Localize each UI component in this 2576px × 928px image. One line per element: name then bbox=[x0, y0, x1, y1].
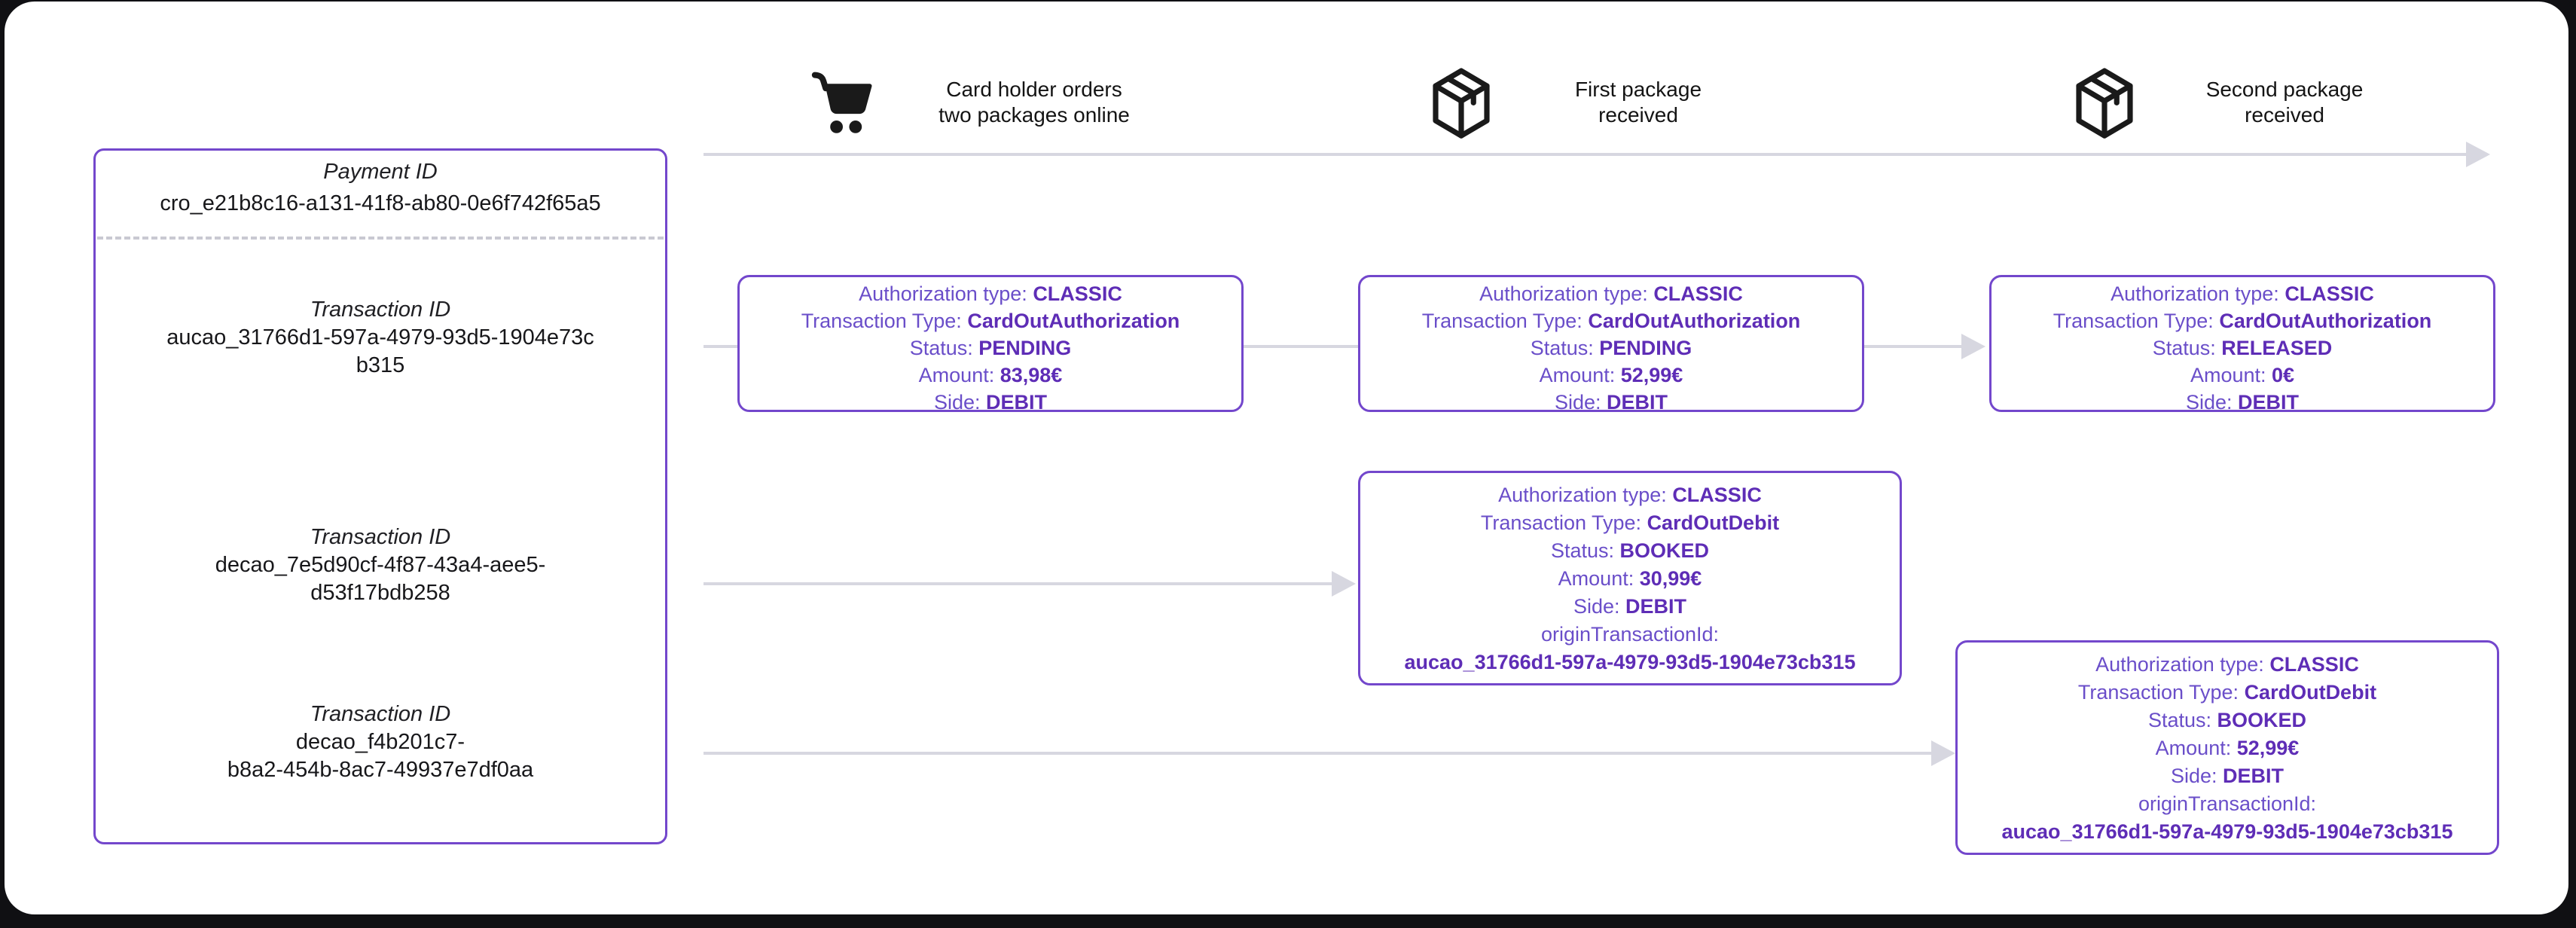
field-value: DEBIT bbox=[2238, 391, 2300, 414]
field-label: Transaction Type: bbox=[801, 310, 962, 332]
field-label: Amount: bbox=[1558, 567, 1634, 590]
field-label: Status: bbox=[909, 337, 973, 359]
step1-line2: two packages online bbox=[939, 103, 1130, 127]
field-label: Transaction Type: bbox=[2077, 681, 2239, 704]
field-label: Transaction Type: bbox=[1480, 511, 1642, 534]
field-value: CLASSIC bbox=[2269, 653, 2359, 676]
row1-arrow-line bbox=[704, 345, 1963, 348]
field-value: 83,98€ bbox=[1000, 364, 1063, 386]
field-value: CLASSIC bbox=[1033, 282, 1122, 305]
field-value: CardOutAuthorization bbox=[2219, 310, 2432, 332]
field-label: Transaction Type: bbox=[2053, 310, 2214, 332]
row3-arrowhead bbox=[1931, 740, 1955, 766]
step3-line2: received bbox=[2245, 103, 2324, 127]
transaction-card-debit-1: Authorization type: CLASSIC Transaction … bbox=[1358, 471, 1902, 685]
field-value: CLASSIC bbox=[1653, 282, 1743, 305]
transaction2-label: Transaction ID bbox=[310, 525, 451, 549]
row3-arrow-line bbox=[704, 752, 1933, 755]
step3-line1: Second package bbox=[2205, 78, 2364, 101]
field-value: DEBIT bbox=[1607, 391, 1668, 414]
payment-panel: Payment ID cro_e21b8c16-a131-41f8-ab80-0… bbox=[93, 148, 667, 844]
field-label: Side: bbox=[933, 391, 981, 414]
timeline-step3-label: Second package received bbox=[2149, 77, 2420, 128]
field-value: DEBIT bbox=[986, 391, 1048, 414]
transaction1-id-line1: aucao_31766d1-597a-4979-93d5-1904e73c bbox=[166, 325, 594, 350]
field-value: CardOutAuthorization bbox=[1588, 310, 1801, 332]
field-label: Authorization type: bbox=[1498, 484, 1667, 506]
package-icon bbox=[1427, 66, 1496, 143]
origin-transaction-value: aucao_31766d1-597a-4979-93d5-1904e73cb31… bbox=[2001, 820, 2453, 843]
field-value: BOOKED bbox=[2217, 709, 2307, 731]
transaction-card-authorization-2: Authorization type: CLASSIC Transaction … bbox=[1358, 275, 1864, 414]
step2-line2: received bbox=[1598, 103, 1678, 127]
transaction2-id-line2: d53f17bdb258 bbox=[310, 581, 450, 605]
field-label: Side: bbox=[1554, 391, 1601, 414]
field-value: 0€ bbox=[2272, 364, 2295, 386]
field-label: Side: bbox=[2170, 765, 2217, 787]
field-value: CardOutAuthorization bbox=[967, 310, 1180, 332]
transaction3-id-line1: decao_f4b201c7- bbox=[295, 730, 465, 754]
timeline-arrow-line bbox=[704, 153, 2468, 156]
diagram-card: Card holder orders two packages online F… bbox=[5, 2, 2568, 914]
field-value: CardOutDebit bbox=[2244, 681, 2377, 704]
field-label: Status: bbox=[2147, 709, 2211, 731]
field-label: Authorization type: bbox=[2111, 282, 2279, 305]
transaction3-id-line2: b8a2-454b-8ac7-49937e7df0aa bbox=[227, 758, 534, 782]
field-value: CLASSIC bbox=[1672, 484, 1762, 506]
field-value: CLASSIC bbox=[2285, 282, 2374, 305]
origin-transaction-label: originTransactionId: bbox=[2138, 792, 2317, 815]
field-label: Amount: bbox=[1539, 364, 1616, 386]
field-value: BOOKED bbox=[1619, 539, 1710, 562]
field-value: PENDING bbox=[1599, 337, 1692, 359]
field-label: Status: bbox=[1530, 337, 1594, 359]
transaction1-label: Transaction ID bbox=[310, 298, 451, 322]
field-label: Transaction Type: bbox=[1421, 310, 1583, 332]
field-value: PENDING bbox=[978, 337, 1072, 359]
shopping-cart-icon bbox=[808, 68, 881, 140]
field-label: Amount: bbox=[918, 364, 995, 386]
field-value: 52,99€ bbox=[1620, 364, 1683, 386]
origin-transaction-label: originTransactionId: bbox=[1540, 623, 1720, 646]
field-value: CardOutDebit bbox=[1647, 511, 1780, 534]
field-value: DEBIT bbox=[2223, 765, 2285, 787]
field-value: 52,99€ bbox=[2236, 737, 2300, 759]
transaction2-id-line1: decao_7e5d90cf-4f87-43a4-aee5- bbox=[215, 553, 546, 577]
field-label: Authorization type: bbox=[2095, 653, 2264, 676]
field-value: DEBIT bbox=[1625, 595, 1687, 618]
field-label: Amount: bbox=[2155, 737, 2232, 759]
timeline-arrowhead bbox=[2466, 142, 2490, 167]
field-value: 30,99€ bbox=[1639, 567, 1702, 590]
field-label: Status: bbox=[2152, 337, 2216, 359]
step1-line1: Card holder orders bbox=[946, 78, 1122, 101]
row1-arrowhead bbox=[1961, 334, 1985, 359]
row2-arrowhead bbox=[1332, 571, 1356, 597]
row2-arrow-line bbox=[704, 582, 1333, 585]
field-label: Side: bbox=[2185, 391, 2233, 414]
field-label: Amount: bbox=[2190, 364, 2266, 386]
payment-id-label: Payment ID bbox=[323, 160, 438, 184]
transaction-card-authorization-1: Authorization type: CLASSIC Transaction … bbox=[737, 275, 1244, 414]
field-value: RELEASED bbox=[2221, 337, 2333, 359]
dashed-divider bbox=[97, 237, 664, 240]
package-icon bbox=[2070, 66, 2139, 143]
field-label: Authorization type: bbox=[1479, 282, 1648, 305]
timeline-step1-label: Card holder orders two packages online bbox=[893, 77, 1175, 128]
field-label: Status: bbox=[1550, 539, 1614, 562]
transaction-card-debit-2: Authorization type: CLASSIC Transaction … bbox=[1955, 640, 2499, 855]
timeline-step2-label: First package received bbox=[1503, 77, 1774, 128]
field-label: Authorization type: bbox=[859, 282, 1027, 305]
transaction1-id-line2: b315 bbox=[356, 353, 405, 377]
payment-id-value: cro_e21b8c16-a131-41f8-ab80-0e6f742f65a5 bbox=[160, 191, 601, 215]
transaction3-label: Transaction ID bbox=[310, 702, 451, 726]
transaction-card-authorization-released: Authorization type: CLASSIC Transaction … bbox=[1989, 275, 2495, 414]
field-label: Side: bbox=[1573, 595, 1620, 618]
origin-transaction-value: aucao_31766d1-597a-4979-93d5-1904e73cb31… bbox=[1404, 651, 1856, 673]
step2-line1: First package bbox=[1574, 78, 1702, 101]
